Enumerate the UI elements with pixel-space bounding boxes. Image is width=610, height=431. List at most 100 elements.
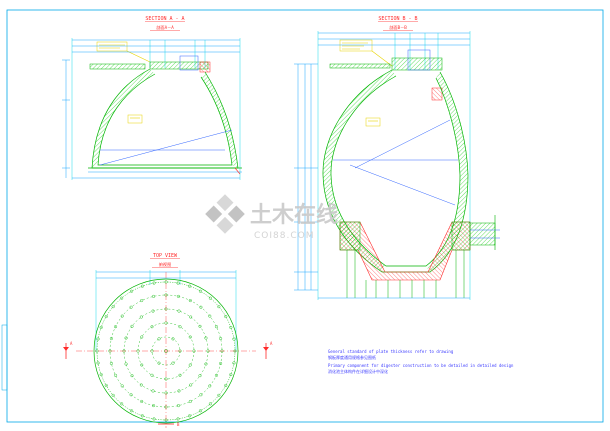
section-aa-subtitle: 剖面A－A [156,24,174,31]
pile-dot [176,281,180,285]
pile-dot [176,294,180,298]
pile-dot [171,361,175,365]
pile-dot [198,324,202,328]
pile-dot [120,314,124,318]
pile-dot [232,337,236,341]
pile-dot [140,299,144,303]
pile-dot [151,309,155,313]
pile-dot [152,281,156,285]
pile-dot [96,361,100,365]
pile-dot [219,361,223,365]
pile-dot [217,305,221,309]
pile-dot [152,404,156,408]
pile-dot [139,315,143,319]
pile-dot [178,325,182,329]
section-marker-label: A [70,341,73,346]
pile-dot [219,337,223,341]
pile-dot [188,399,192,403]
piles-bb [346,250,465,298]
pile-dot [229,373,233,377]
pile-dot [188,284,192,288]
note-line1-cn: 钢板厚度通用规格参见图纸 [328,354,376,360]
pile-dot [157,337,161,341]
pile-dot [120,384,124,388]
callout-box-bb [339,39,373,52]
section-cut-marker-left: A [63,341,73,359]
roof-slab-aa [89,63,146,70]
pile-dot [140,335,144,339]
pile-dot [104,384,108,388]
pile-dot [129,409,133,413]
pile-dot [99,325,103,329]
shell-outer-aa [91,68,239,169]
section-cut-arrow-icon [263,347,269,351]
pile-dot [111,393,115,397]
pile-dot [96,337,100,341]
pile-dot [120,402,124,406]
section-marker-label: B [177,422,180,427]
pile-dot [188,335,192,339]
pile-dot [198,374,202,378]
pile-dot [114,325,118,329]
pile-dot [164,377,168,381]
pile-dot [177,389,181,393]
pile-dot [139,383,143,387]
section-a-a: SECTION A - A 剖面A－A [62,16,242,180]
pile-dot [130,374,134,378]
section-b-b: SECTION B - B 剖面B－B [294,16,500,300]
pile-dot [208,296,212,300]
pile-dot [176,417,180,421]
pile-dot [150,373,154,377]
callout-box-aa [96,41,128,52]
pile-dot [124,336,128,340]
pile-dot [198,289,202,293]
pile-dot [189,383,193,387]
section-cut-marker-bottom: B [158,422,180,427]
top-view: TOP VIEW 俯视图 A A [63,253,273,428]
pile-dot [171,337,175,341]
pile-dot [199,305,203,309]
pile-dot [152,417,156,421]
pile-dot [208,384,212,388]
section-aa-title: SECTION A - A [145,16,184,22]
top-view-title: TOP VIEW [153,253,178,259]
pile-dot [157,361,161,365]
watermark-text-cn: 土木在线 [250,202,338,228]
pile-dot [232,361,236,365]
pile-dot [114,373,118,377]
pile-dot [214,325,218,329]
pile-dot [208,314,212,318]
pile-dot [140,414,144,418]
pile-dot [204,362,208,366]
note-line2-en: Primary component for digester construct… [328,363,514,368]
pile-dot [152,294,156,298]
title-strip [1,324,8,391]
pile-dot [111,305,115,309]
note-line1-en: General standard of plate thickness refe… [328,349,454,354]
pile-dot [109,361,113,365]
note-line2-cn: 消化池主体构件在详细设计中深化 [328,368,388,374]
pile-dot [177,309,181,313]
pile-dot [229,325,233,329]
watermark-text-en: COI88.COM [254,231,314,241]
pile-dot [217,393,221,397]
pile-dot [192,349,196,353]
top-view-subtitle: 俯视图 [159,261,172,268]
pile-dot [109,337,113,341]
drawing-frame [6,9,604,423]
section-cut-arrow-icon [63,347,69,351]
pile-dot [151,389,155,393]
pile-dot [198,409,202,413]
pile-dot [129,289,133,293]
pile-dot [140,284,144,288]
pile-dot [224,384,228,388]
watermark-logo-icon [205,194,245,234]
pile-dot [129,393,133,397]
pile-dot [176,404,180,408]
pile-dot [140,399,144,403]
pile-dot [189,315,193,319]
pile-dot [129,305,133,309]
pile-dot [120,296,124,300]
pile-dot [99,373,103,377]
